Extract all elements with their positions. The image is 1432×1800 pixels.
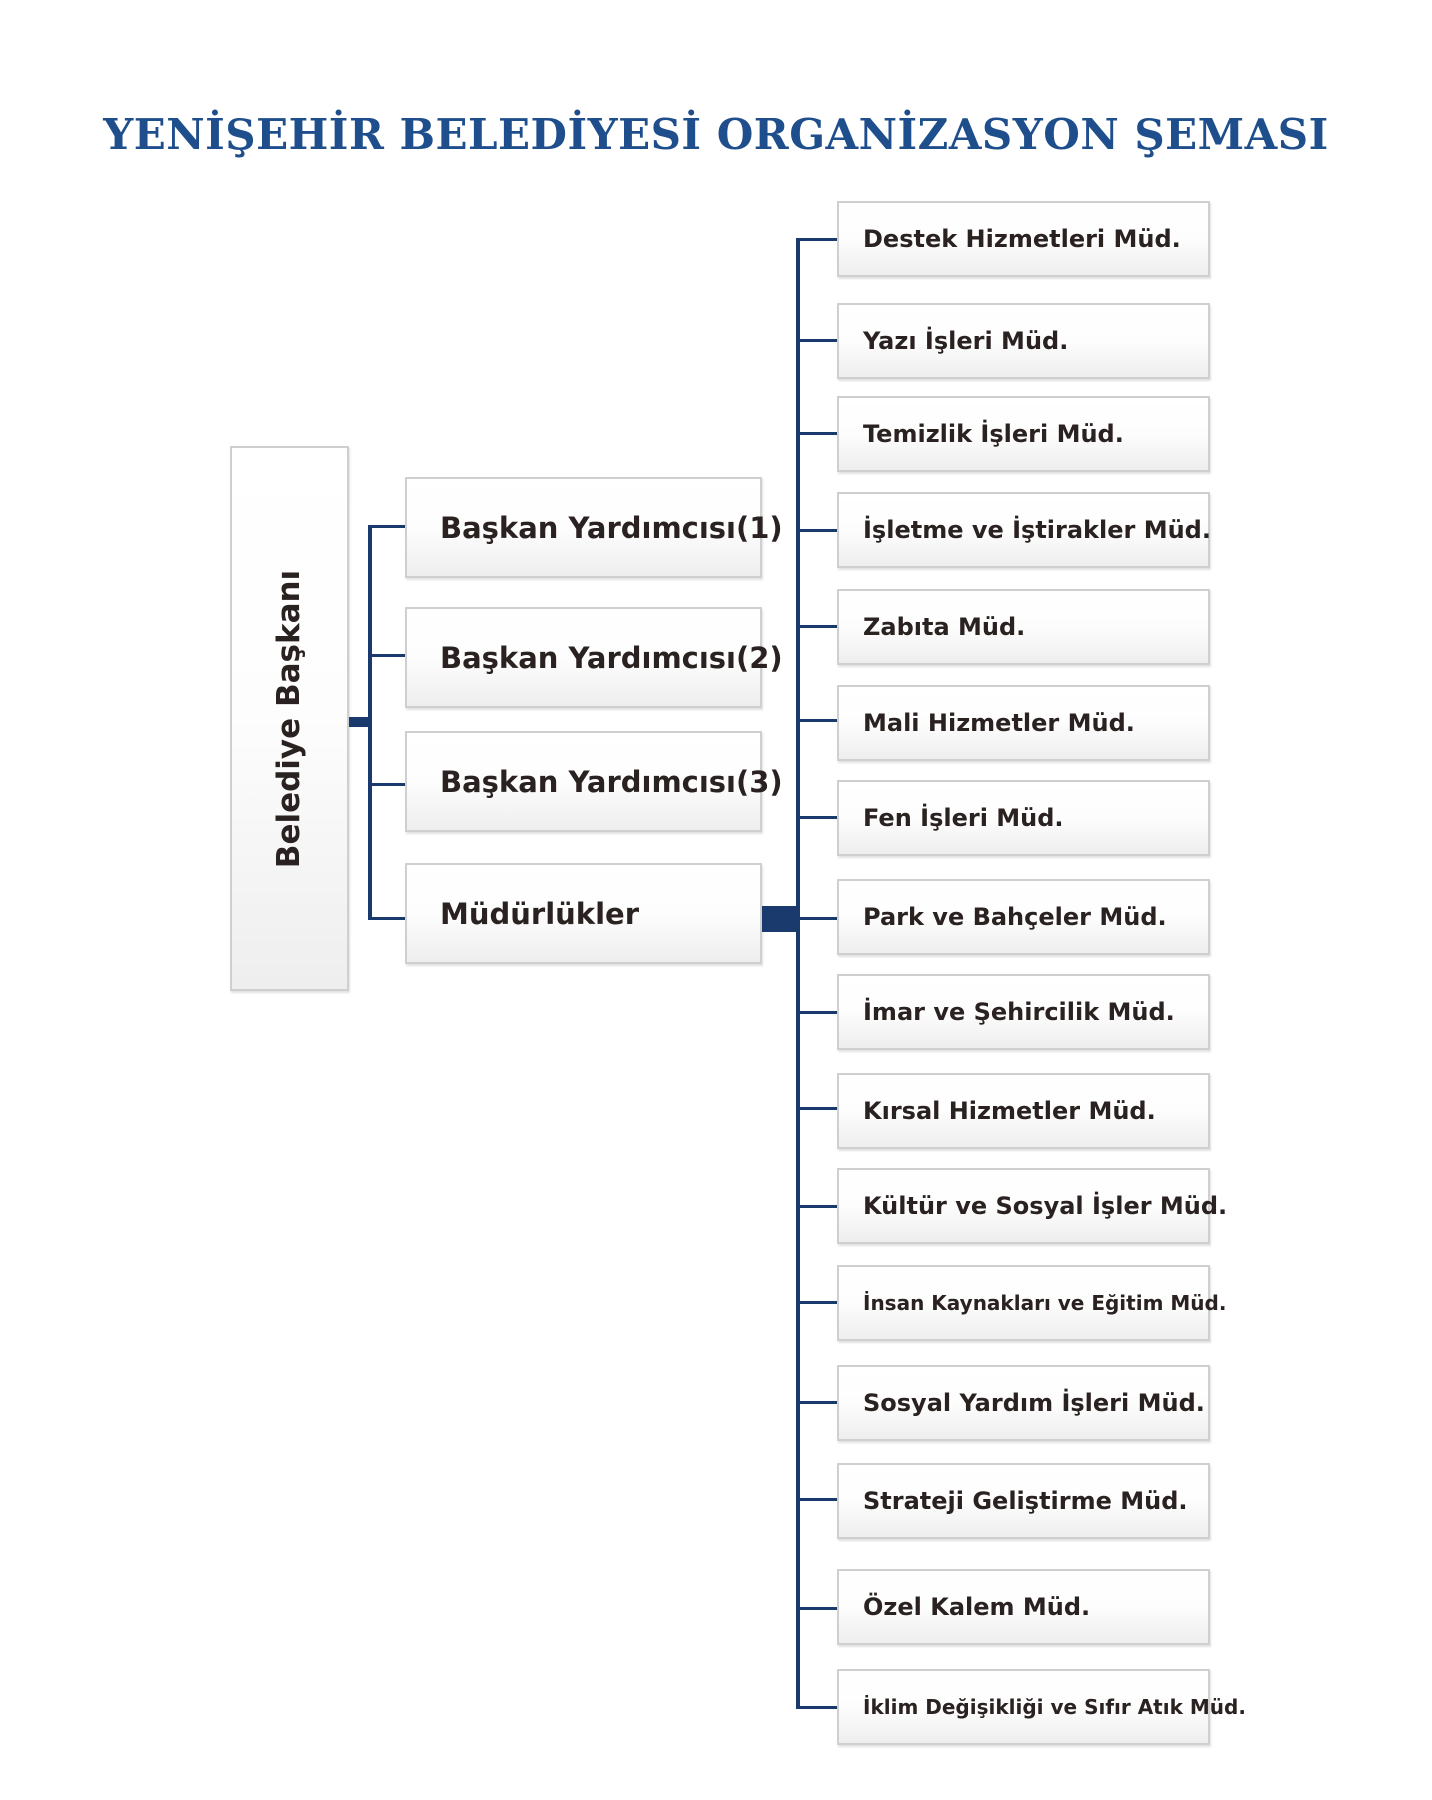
connector-dept-7: [796, 816, 837, 819]
connector-branch-vp3: [368, 783, 405, 786]
dept-label: Zabıta Müd.: [863, 613, 1026, 641]
connector-dept-11: [796, 1205, 837, 1208]
dept-box-yazi: Yazı İşleri Müd.: [837, 303, 1210, 379]
connector-dept-14: [796, 1498, 837, 1501]
dept-box-park: Park ve Bahçeler Müd.: [837, 879, 1210, 955]
dept-label: Strateji Geliştirme Müd.: [863, 1487, 1188, 1515]
dept-box-strateji: Strateji Geliştirme Müd.: [837, 1463, 1210, 1539]
connector-dept-13: [796, 1401, 837, 1404]
dept-label: Özel Kalem Müd.: [863, 1593, 1091, 1621]
connector-left-spine: [368, 525, 372, 920]
dept-label: Mali Hizmetler Müd.: [863, 709, 1135, 737]
dept-label: Kırsal Hizmetler Müd.: [863, 1097, 1156, 1125]
dept-box-ozel-kalem: Özel Kalem Müd.: [837, 1569, 1210, 1645]
dept-label: Fen İşleri Müd.: [863, 804, 1064, 832]
connector-dept-2: [796, 339, 837, 342]
dept-label: Temizlik İşleri Müd.: [863, 420, 1124, 448]
dept-box-isletme: İşletme ve İştirakler Müd.: [837, 492, 1211, 568]
connector-branch-directorates: [368, 917, 405, 920]
dept-box-destek: Destek Hizmetleri Müd.: [837, 201, 1210, 277]
connector-right-spine: [796, 238, 800, 1709]
dept-box-zabita: Zabıta Müd.: [837, 589, 1210, 665]
dept-box-iklim: İklim Değişikliği ve Sıfır Atık Müd.: [837, 1669, 1246, 1745]
dept-box-imar: İmar ve Şehircilik Müd.: [837, 974, 1210, 1050]
connector-dept-10: [796, 1107, 837, 1110]
directorates-label: Müdürlükler: [440, 896, 639, 931]
connector-directorates-stub: [762, 906, 800, 932]
dept-label: Kültür ve Sosyal İşler Müd.: [863, 1192, 1228, 1220]
connector-dept-1: [796, 238, 837, 241]
connector-dept-16: [796, 1706, 837, 1709]
dept-label: İşletme ve İştirakler Müd.: [863, 516, 1211, 544]
connector-dept-15: [796, 1607, 837, 1610]
vp1-label: Başkan Yardımcısı(1): [440, 510, 783, 545]
connector-dept-4: [796, 529, 837, 532]
mayor-box: Belediye Başkanı: [230, 446, 349, 991]
connector-branch-vp2: [368, 654, 405, 657]
connector-dept-12: [796, 1301, 837, 1304]
dept-label: İmar ve Şehircilik Müd.: [863, 998, 1175, 1026]
directorates-box: Müdürlükler: [405, 863, 762, 964]
connector-dept-5: [796, 625, 837, 628]
vp3-box: Başkan Yardımcısı(3): [405, 731, 783, 832]
vp2-box: Başkan Yardımcısı(2): [405, 607, 783, 708]
dept-label: Sosyal Yardım İşleri Müd.: [863, 1389, 1205, 1417]
dept-box-kultur: Kültür ve Sosyal İşler Müd.: [837, 1168, 1227, 1244]
vp1-box: Başkan Yardımcısı(1): [405, 477, 783, 578]
vp3-label: Başkan Yardımcısı(3): [440, 764, 783, 799]
dept-label: İnsan Kaynakları ve Eğitim Müd.: [863, 1291, 1227, 1315]
dept-box-fen: Fen İşleri Müd.: [837, 780, 1210, 856]
dept-box-temizlik: Temizlik İşleri Müd.: [837, 396, 1210, 472]
dept-label: İklim Değişikliği ve Sıfır Atık Müd.: [863, 1695, 1246, 1719]
connector-dept-6: [796, 719, 837, 722]
dept-label: Yazı İşleri Müd.: [863, 327, 1069, 355]
connector-dept-3: [796, 432, 837, 435]
connector-dept-8: [796, 917, 837, 920]
dept-box-mali: Mali Hizmetler Müd.: [837, 685, 1210, 761]
vp2-label: Başkan Yardımcısı(2): [440, 640, 783, 675]
mayor-label: Belediye Başkanı: [271, 569, 308, 868]
dept-box-insan: İnsan Kaynakları ve Eğitim Müd.: [837, 1265, 1226, 1341]
connector-dept-9: [796, 1011, 837, 1014]
connector-branch-vp1: [368, 525, 405, 528]
dept-box-sosyal-yardim: Sosyal Yardım İşleri Müd.: [837, 1365, 1210, 1441]
dept-box-kirsal: Kırsal Hizmetler Müd.: [837, 1073, 1210, 1149]
dept-label: Park ve Bahçeler Müd.: [863, 903, 1167, 931]
connector-head-stub: [349, 717, 371, 727]
dept-label: Destek Hizmetleri Müd.: [863, 225, 1181, 253]
page-title: YENİŞEHİR BELEDİYESİ ORGANİZASYON ŞEMASI: [103, 110, 1329, 159]
